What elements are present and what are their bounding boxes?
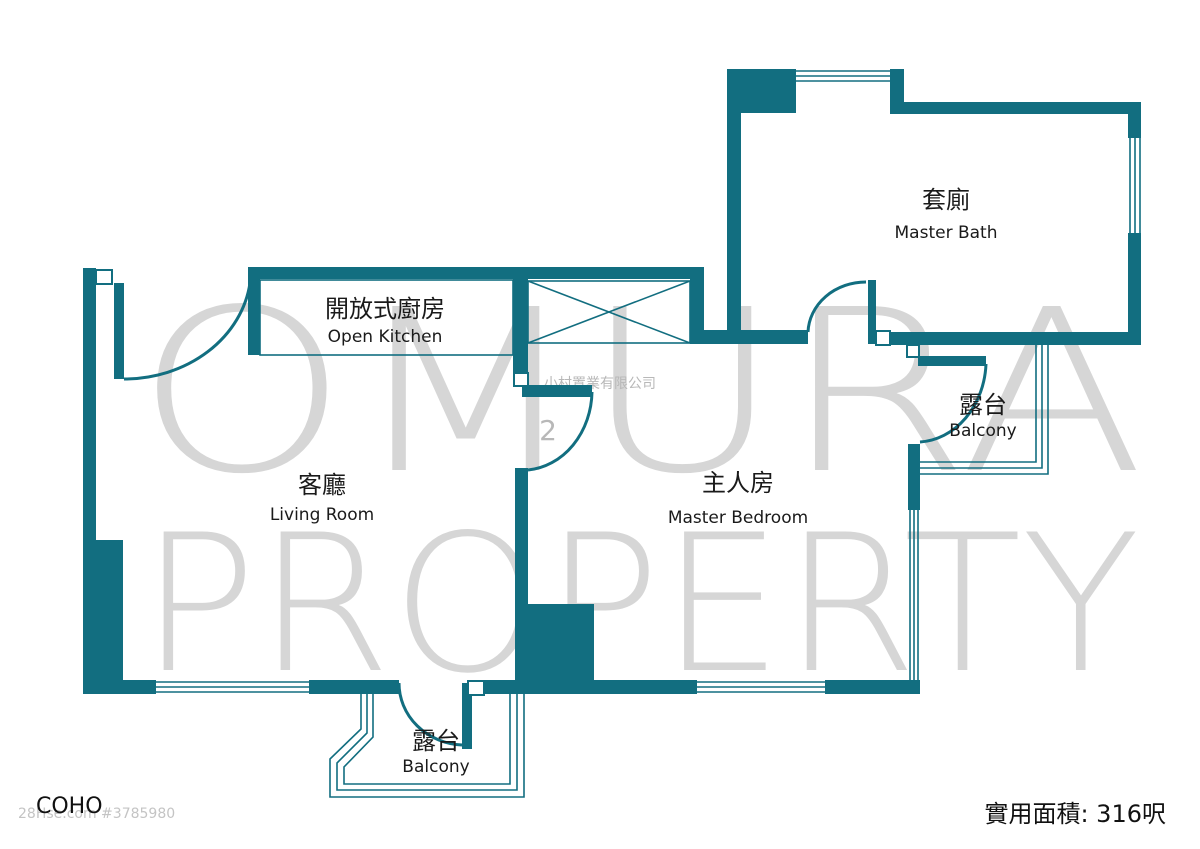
room-labels: 套廁 Master Bath 開放式廚房 Open Kitchen 客廳 Liv…	[270, 186, 1017, 777]
master-bedroom-label-zh: 主人房	[702, 469, 774, 497]
balcony-bottom-label-zh: 露台	[412, 727, 460, 755]
project-name: COHO	[36, 794, 103, 819]
master-bath-label-zh: 套廁	[922, 186, 970, 214]
open-kitchen-label-en: Open Kitchen	[328, 327, 443, 347]
balcony-bottom-label-en: Balcony	[402, 757, 469, 777]
watermark-line1: OMURA	[135, 262, 1145, 524]
saleable-area: 實用面積: 316呎	[984, 800, 1166, 828]
watermark: OMURA PROPERTY 小村置業有限公司 2	[135, 262, 1145, 715]
living-room-label-zh: 客廳	[298, 471, 346, 499]
balcony-right-label-en: Balcony	[949, 421, 1016, 441]
doors	[123, 280, 988, 747]
windows	[156, 70, 1141, 798]
master-bath-label-en: Master Bath	[895, 223, 998, 243]
walls	[83, 69, 1141, 749]
listing-id: 28Hse.com #3785980	[18, 806, 176, 822]
watermark-center-mark: 2	[539, 414, 557, 447]
master-bedroom-label-en: Master Bedroom	[668, 508, 808, 528]
living-room-label-en: Living Room	[270, 505, 374, 525]
open-kitchen-label-zh: 開放式廚房	[325, 295, 445, 323]
watermark-line2: PROPERTY	[140, 494, 1140, 715]
door-jambs	[95, 269, 920, 696]
balcony-right-label-zh: 露台	[959, 391, 1007, 419]
